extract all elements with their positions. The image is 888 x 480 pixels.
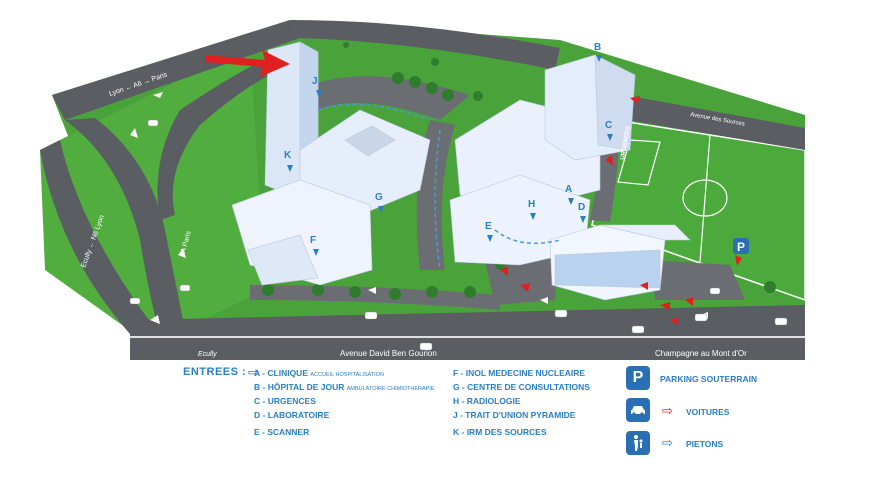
vehicle-arrows bbox=[500, 96, 742, 326]
legend-entry-b: B - HÔPITAL DE JOUR AMBULATOIRE CHIMIOTH… bbox=[254, 382, 435, 392]
road-bottom bbox=[130, 305, 805, 360]
legend-entry-e: E - SCANNER bbox=[254, 427, 310, 437]
cars bbox=[129, 119, 788, 351]
legend-parking-label: PARKING SOUTERRAIN bbox=[660, 374, 758, 384]
road-inner-curve bbox=[157, 60, 270, 220]
marker-h: H bbox=[528, 199, 535, 210]
marker-d: D bbox=[578, 202, 585, 213]
buildings bbox=[231, 41, 691, 301]
road-left-loop bbox=[65, 118, 185, 335]
street-ben-gourion: Avenue David Ben Gourion bbox=[340, 349, 437, 358]
legend-pedestrians-label: PIETONS bbox=[686, 439, 724, 449]
legend-entry-d: D - LABORATOIRE bbox=[254, 410, 330, 420]
legend-entry-k: K - IRM DES SOURCES bbox=[453, 427, 547, 437]
marker-j: J bbox=[312, 76, 318, 87]
pedestrian-paths bbox=[317, 103, 561, 271]
street-ecully: Ecully bbox=[198, 351, 217, 358]
marker-b: B bbox=[594, 42, 601, 53]
entrance-markers: B J C K G A H D E F bbox=[284, 42, 612, 246]
legend-entry-h: H - RADIOLOGIE bbox=[453, 396, 521, 406]
legend-cars-label: VOITURES bbox=[686, 407, 730, 417]
marker-k: K bbox=[284, 150, 292, 161]
road-avenue-des-sources bbox=[615, 95, 805, 150]
main-entrance-arrow bbox=[205, 50, 290, 77]
marker-e: E bbox=[485, 221, 492, 232]
road-a6 bbox=[52, 20, 300, 120]
blue-arrow-icon: ⇨ bbox=[662, 435, 673, 450]
parking-icon: P bbox=[626, 366, 650, 390]
parking-marker-icon bbox=[733, 238, 749, 254]
marker-g: G bbox=[375, 192, 383, 203]
street-urgences: URGENCES bbox=[620, 126, 632, 161]
svg-text:P: P bbox=[737, 240, 745, 254]
marker-arrows bbox=[287, 55, 613, 256]
car-icon bbox=[626, 398, 650, 422]
marker-a: A bbox=[565, 184, 572, 195]
pedestrian-icon bbox=[626, 431, 650, 455]
red-arrow-icon: ⇨ bbox=[662, 403, 673, 418]
site-map: B J C K G A H D E F P Lyon ← A6 → Paris … bbox=[40, 20, 806, 360]
legend-entry-c: C - URGENCES bbox=[254, 396, 316, 406]
street-champagne: Champagne au Mont d'Or bbox=[655, 349, 747, 358]
road-top bbox=[290, 20, 560, 70]
marker-f: F bbox=[310, 235, 316, 246]
road-n6 bbox=[40, 140, 160, 345]
legend-entry-j: J - TRAIT D'UNION PYRAMIDE bbox=[453, 410, 576, 420]
legend-entry-a: A - CLINIQUE ACCUEIL HOSPITALISATION bbox=[254, 368, 384, 378]
marker-c: C bbox=[605, 120, 612, 131]
legend-entry-g: G - CENTRE DE CONSULTATIONS bbox=[453, 382, 590, 392]
legend-entry-f: F - INOL MEDECINE NUCLEAIRE bbox=[453, 368, 586, 378]
legend-title: ENTREES : bbox=[183, 366, 247, 378]
entrance-arrow-icon: ⇨ bbox=[248, 364, 260, 380]
